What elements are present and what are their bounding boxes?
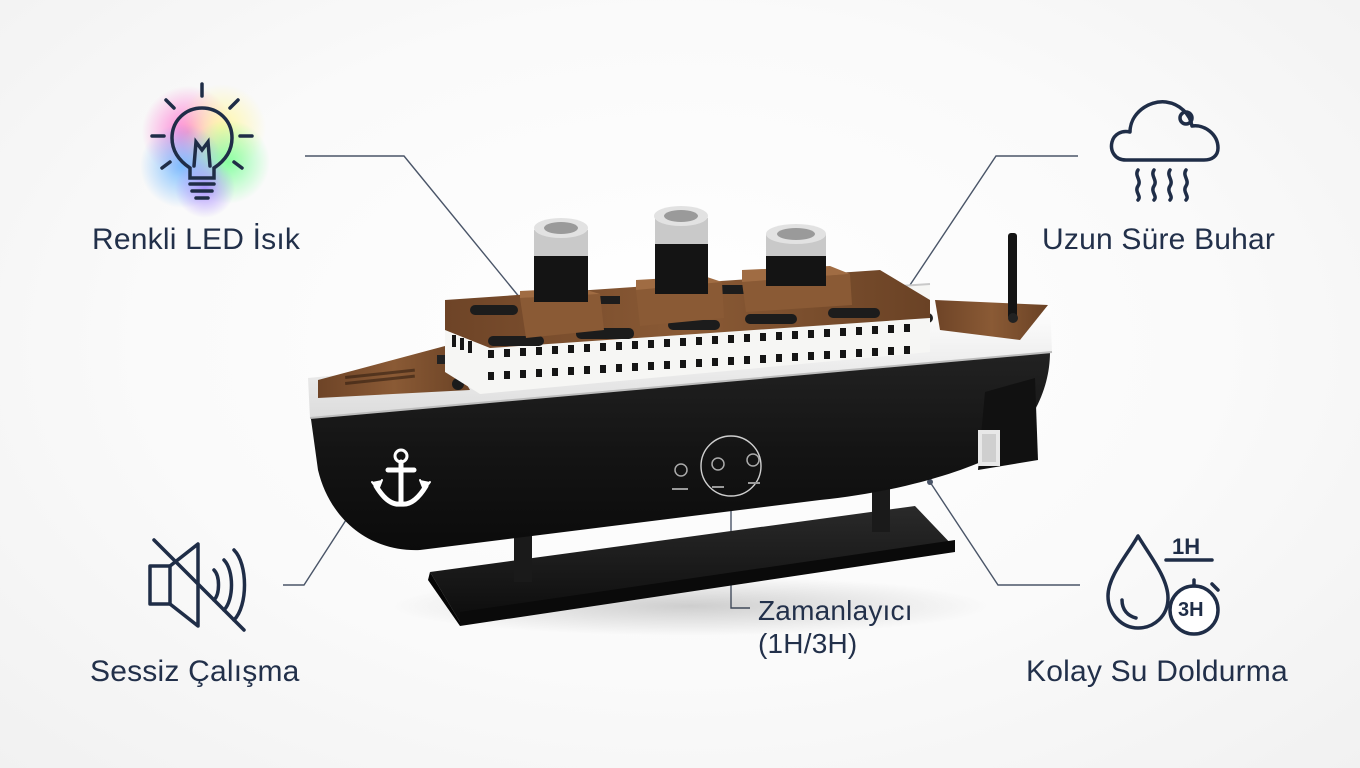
lightbulb-icon — [140, 82, 270, 218]
cloud-steam-icon — [1109, 100, 1220, 202]
speaker-muted-icon — [148, 538, 247, 632]
water-badge-3h: 3H — [1178, 599, 1204, 621]
timer-feature-label: Zamanlayıcı (1H/3H) — [758, 594, 913, 660]
silent-feature-label: Sessiz Çalışma — [90, 655, 300, 688]
control-panel — [672, 435, 762, 497]
water-drop-timer-icon: 1H 3H — [1100, 530, 1230, 640]
water-badge-1h: 1H — [1172, 534, 1201, 559]
timer-label-line1: Zamanlayıcı — [758, 595, 913, 626]
steam-feature-label: Uzun Süre Buhar — [1042, 223, 1276, 256]
cabin-windows — [452, 324, 910, 380]
leader-line-silent — [283, 502, 358, 586]
anchor-icon — [371, 448, 431, 507]
led-feature-label: Renkli LED İsık — [92, 223, 301, 256]
water-feature-label: Kolay Su Doldurma — [1026, 655, 1288, 688]
leader-line-steam — [879, 155, 1078, 331]
timer-label-line2: (1H/3H) — [758, 628, 858, 660]
leader-line-water — [929, 481, 1080, 586]
leader-line-led — [305, 155, 526, 305]
display-stand — [428, 488, 955, 626]
funnels — [520, 206, 852, 338]
